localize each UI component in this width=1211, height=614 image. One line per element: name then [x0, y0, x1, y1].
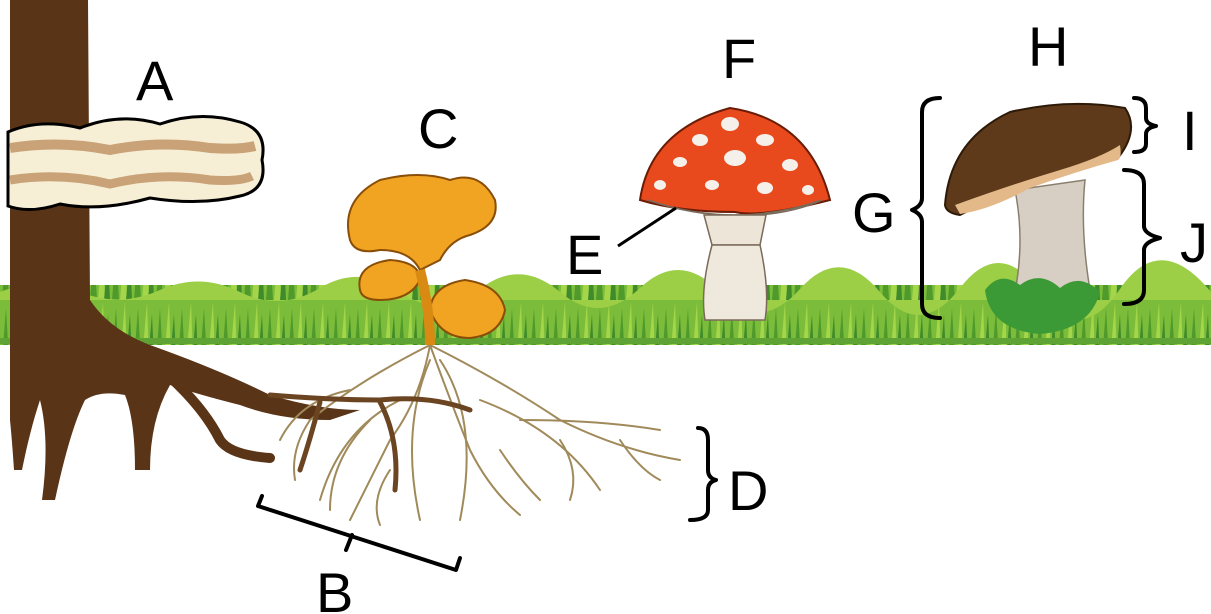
mycelium-network [280, 345, 680, 525]
label-e: E [566, 223, 603, 286]
label-e-leader-line [618, 208, 676, 246]
bracket-i [1134, 98, 1156, 152]
label-h: H [1028, 15, 1068, 78]
label-f: F [722, 27, 756, 90]
label-b: B [316, 561, 353, 614]
label-j: J [1180, 211, 1208, 274]
bracket-b [258, 496, 460, 570]
label-d: D [728, 459, 768, 522]
label-i: I [1182, 99, 1198, 162]
label-c: C [418, 97, 458, 160]
label-g: G [852, 181, 896, 244]
bracket-d [690, 428, 716, 520]
bracket-fungus [8, 116, 263, 209]
label-a: A [136, 49, 174, 112]
